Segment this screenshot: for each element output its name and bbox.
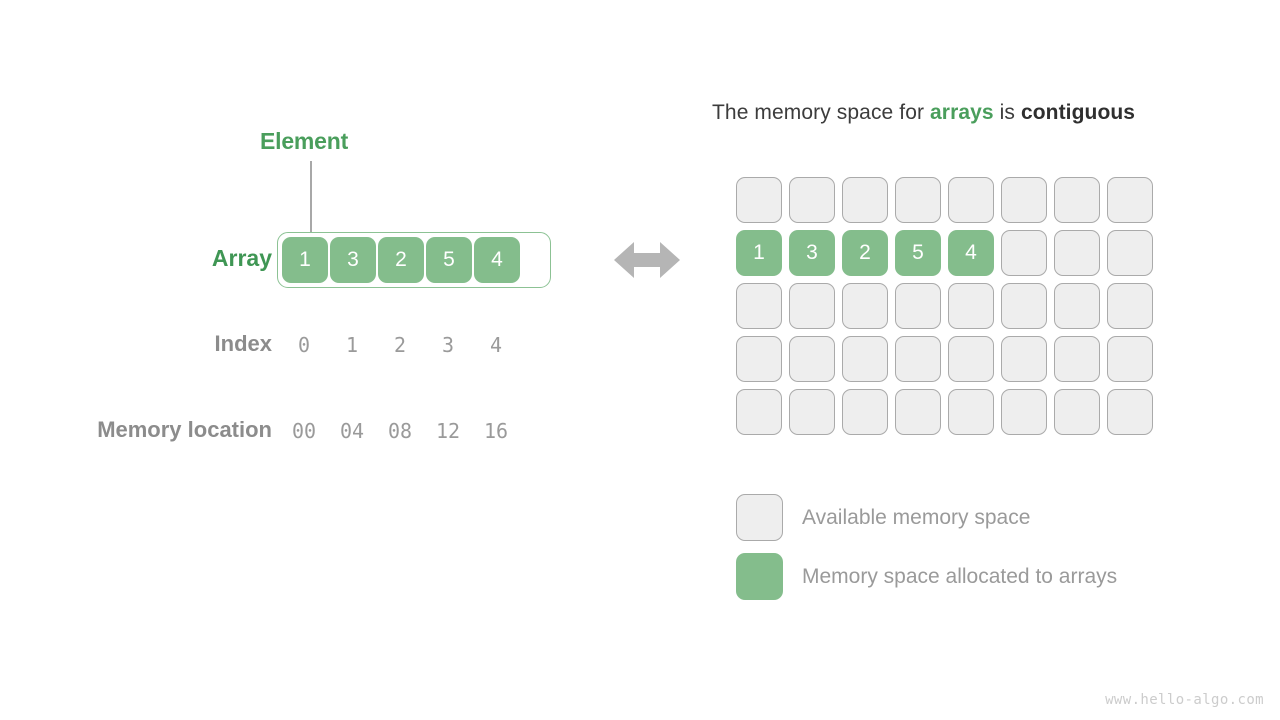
memory-cell-empty xyxy=(895,177,941,223)
element-leader-line xyxy=(310,161,312,237)
memory-cell-allocated: 3 xyxy=(789,230,835,276)
memory-cell-empty xyxy=(1107,283,1153,329)
memory-cell-empty xyxy=(1001,177,1047,223)
memory-grid: 1 3 2 5 4 xyxy=(736,177,1153,435)
legend-row-available: Available memory space xyxy=(736,494,1117,541)
legend-row-allocated: Memory space allocated to arrays xyxy=(736,553,1117,600)
memory-cell-empty xyxy=(789,177,835,223)
memory-cell-empty xyxy=(1001,283,1047,329)
memory-cell-empty xyxy=(895,283,941,329)
memory-cell-empty xyxy=(895,389,941,435)
memory-cell-empty xyxy=(1001,336,1047,382)
memory-cell-empty xyxy=(948,389,994,435)
memory-title-part2: is xyxy=(993,101,1021,124)
watermark: www.hello-algo.com xyxy=(1105,692,1264,708)
memory-cell-empty xyxy=(1054,389,1100,435)
memory-cell-empty xyxy=(1107,177,1153,223)
array-row-label: Array xyxy=(211,245,272,271)
memory-cell-empty xyxy=(842,389,888,435)
legend-label-allocated: Memory space allocated to arrays xyxy=(802,564,1118,588)
memory-cell-empty xyxy=(1107,389,1153,435)
memory-title-highlight: arrays xyxy=(930,101,994,124)
memory-location-value: 12 xyxy=(435,419,461,443)
memory-cell-empty xyxy=(1054,283,1100,329)
memory-cell-allocated: 5 xyxy=(895,230,941,276)
memory-title: The memory space for arrays is contiguou… xyxy=(712,101,1135,125)
memory-cell-empty xyxy=(736,336,782,382)
memory-cell-empty xyxy=(789,283,835,329)
memory-cell-allocated: 1 xyxy=(736,230,782,276)
memory-cell-empty xyxy=(895,336,941,382)
memory-cell-empty xyxy=(1107,336,1153,382)
index-row-label: Index xyxy=(214,331,272,356)
index-value: 1 xyxy=(345,333,359,357)
memory-title-part1: The memory space for xyxy=(712,101,931,124)
index-value: 2 xyxy=(393,333,407,357)
memory-cell-empty xyxy=(1054,336,1100,382)
index-value-row: 0 1 2 3 4 xyxy=(281,333,519,357)
memory-location-value: 08 xyxy=(387,419,413,443)
memory-location-value: 04 xyxy=(339,419,365,443)
memory-cell-empty xyxy=(842,177,888,223)
memory-location-value-row: 00 04 08 12 16 xyxy=(281,419,519,443)
array-cell: 2 xyxy=(378,237,424,283)
memory-cell-empty xyxy=(842,336,888,382)
element-callout-label: Element xyxy=(260,128,349,154)
array-cell: 4 xyxy=(474,237,520,283)
legend-label-available: Available memory space xyxy=(802,505,1031,529)
array-cell: 5 xyxy=(426,237,472,283)
memory-cell-allocated: 4 xyxy=(948,230,994,276)
memory-cell-empty xyxy=(948,336,994,382)
memory-cell-empty xyxy=(789,389,835,435)
legend-swatch-available xyxy=(736,494,783,541)
index-value: 0 xyxy=(297,333,311,357)
memory-cell-empty xyxy=(789,336,835,382)
array-container: 1 3 2 5 4 xyxy=(277,232,551,288)
memory-cell-empty xyxy=(1001,389,1047,435)
memory-cell-empty xyxy=(1054,177,1100,223)
memory-cell-empty xyxy=(1107,230,1153,276)
array-cell: 3 xyxy=(330,237,376,283)
memory-cell-empty xyxy=(1054,230,1100,276)
memory-cell-empty xyxy=(948,283,994,329)
memory-cell-empty xyxy=(1001,230,1047,276)
index-value: 3 xyxy=(441,333,455,357)
memory-cell-empty xyxy=(842,283,888,329)
memory-title-bold: contiguous xyxy=(1020,101,1136,124)
array-cell: 1 xyxy=(282,237,328,283)
legend: Available memory space Memory space allo… xyxy=(736,494,1117,600)
memory-location-value: 16 xyxy=(483,419,509,443)
memory-location-value: 00 xyxy=(291,419,317,443)
memory-cell-empty xyxy=(736,283,782,329)
memory-location-row-label: Memory location xyxy=(97,417,272,442)
memory-cell-empty xyxy=(736,389,782,435)
memory-cell-allocated: 2 xyxy=(842,230,888,276)
memory-cell-empty xyxy=(736,177,782,223)
double-headed-arrow-icon xyxy=(614,242,680,278)
memory-cell-empty xyxy=(948,177,994,223)
legend-swatch-allocated xyxy=(736,553,783,600)
index-value: 4 xyxy=(489,333,503,357)
